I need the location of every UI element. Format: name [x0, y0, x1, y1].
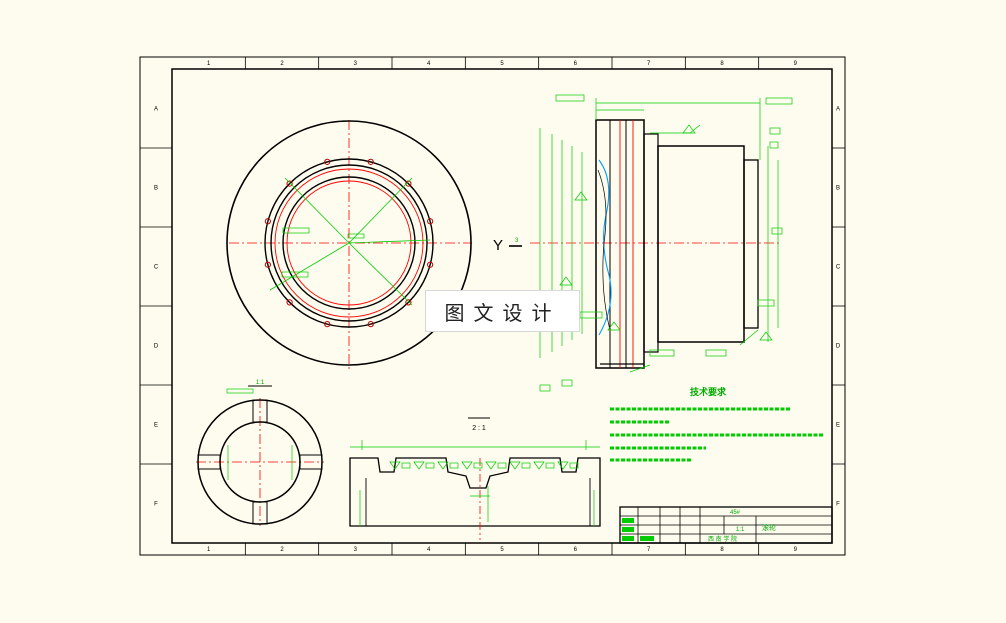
zone-column-label: 6 — [574, 547, 578, 553]
scale-label: 1:1 — [736, 527, 745, 533]
zone-column-label: 3 — [354, 547, 358, 553]
school-name: 西 南 学 院 — [708, 535, 737, 543]
title-block: 45# 1:1 滚轮 西 南 学 院 — [619, 506, 833, 544]
zone-column-label: 9 — [794, 547, 798, 553]
zone-column-label: 2 — [280, 61, 284, 67]
zone-column-label: 1 — [207, 61, 211, 67]
section-marker: Y 3 — [493, 237, 522, 254]
front-view — [226, 120, 472, 370]
zone-row-label: E — [154, 423, 158, 429]
zone-row-label: F — [836, 502, 840, 508]
zone-row-label: C — [836, 265, 841, 271]
material-label: 45# — [730, 510, 741, 516]
zone-column-label: 4 — [427, 547, 431, 553]
zone-column-label: 7 — [647, 547, 651, 553]
zone-row-label: D — [836, 344, 841, 350]
zone-column-label: 5 — [500, 61, 504, 67]
zone-row-label: E — [836, 423, 840, 429]
bolt-holes — [264, 158, 434, 328]
part-name: 滚轮 — [762, 523, 776, 532]
zone-column-label: 1 — [207, 547, 211, 553]
tech-title: 技术要求 — [690, 386, 727, 397]
section-letter: Y — [493, 237, 503, 254]
profile-dimensions — [350, 440, 600, 526]
detail-scale: 2 : 1 — [472, 425, 486, 432]
zone-row-label: D — [154, 344, 159, 350]
section-number: 3 — [515, 238, 519, 244]
zone-column-label: 8 — [720, 547, 724, 553]
zone-row-label: B — [836, 186, 840, 192]
watermark-label: 图文设计 — [425, 290, 580, 332]
zone-row-label: B — [154, 186, 158, 192]
section-view — [530, 94, 793, 392]
zone-column-label: 5 — [500, 547, 504, 553]
zone-column-label: 9 — [794, 61, 798, 67]
detail-view-b: 1:1 — [196, 380, 324, 526]
detail-view-scale: 1:1 — [256, 380, 265, 386]
zone-column-label: 4 — [427, 61, 431, 67]
detail-profile-view: 2 : 1 — [349, 417, 601, 540]
zone-column-label: 6 — [574, 61, 578, 67]
zone-column-label: 8 — [720, 61, 724, 67]
zone-column-label: 2 — [280, 547, 284, 553]
zone-row-label: F — [154, 502, 158, 508]
technical-requirements: 技术要求 — [610, 386, 824, 462]
zone-row-label: A — [154, 107, 158, 113]
zone-column-label: 3 — [354, 61, 358, 67]
zone-row-label: A — [836, 107, 840, 113]
zone-column-label: 7 — [647, 61, 651, 67]
zone-row-label: C — [154, 265, 159, 271]
